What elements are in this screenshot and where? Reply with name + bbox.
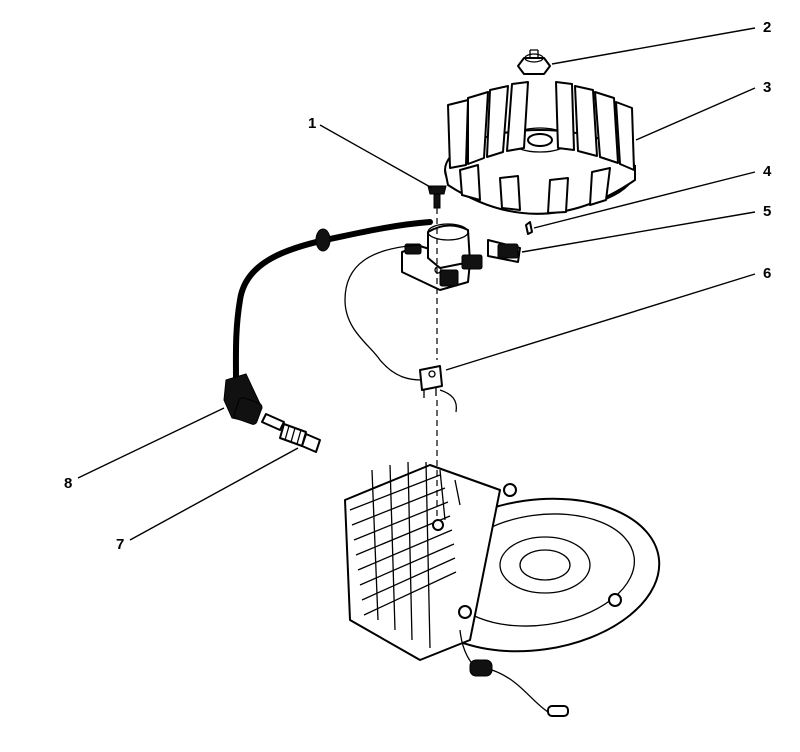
leader-2 bbox=[551, 27, 756, 65]
callout-3: 3 bbox=[763, 79, 771, 96]
callout-5: 5 bbox=[763, 203, 771, 220]
leader-6 bbox=[445, 273, 756, 371]
nut bbox=[517, 49, 551, 75]
callout-2: 2 bbox=[763, 19, 771, 36]
spark-plug-boot bbox=[223, 373, 263, 425]
spark-plug bbox=[261, 413, 321, 453]
leader-1 bbox=[319, 124, 433, 189]
key bbox=[525, 221, 533, 235]
callout-6: 6 bbox=[763, 265, 771, 282]
callout-7: 7 bbox=[116, 536, 124, 553]
leader-3 bbox=[635, 87, 756, 141]
engine-block bbox=[344, 461, 661, 661]
ignition-module bbox=[401, 223, 521, 291]
leader-8 bbox=[77, 407, 225, 479]
leader-7 bbox=[129, 447, 299, 541]
screw bbox=[427, 185, 447, 209]
callout-1: 1 bbox=[308, 115, 316, 132]
ignition-lead bbox=[232, 219, 433, 383]
leader-4 bbox=[533, 171, 756, 229]
ground-wire bbox=[459, 629, 569, 717]
wire-clip bbox=[419, 365, 458, 413]
callout-8: 8 bbox=[64, 475, 72, 492]
leader-5 bbox=[521, 211, 756, 253]
callout-4: 4 bbox=[763, 163, 772, 180]
flywheel bbox=[444, 81, 636, 215]
